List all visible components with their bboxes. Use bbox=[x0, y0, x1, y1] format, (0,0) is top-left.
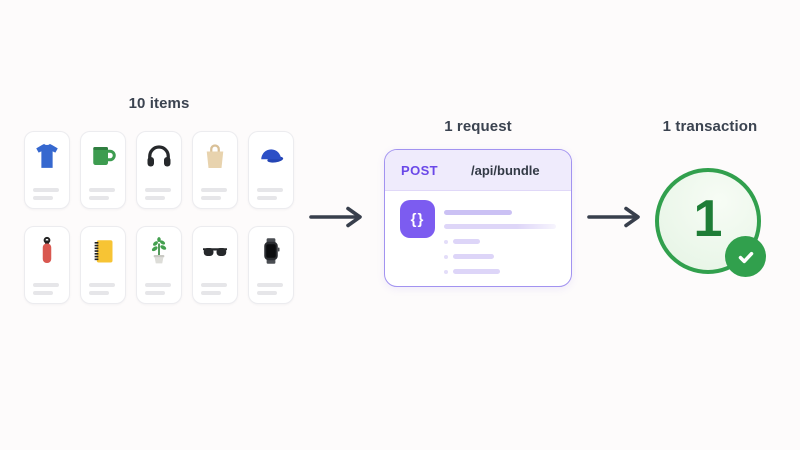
items-section-title: 10 items bbox=[128, 95, 190, 112]
placeholder-line bbox=[453, 269, 500, 274]
placeholder-line bbox=[89, 188, 115, 192]
placeholder-line bbox=[444, 224, 556, 229]
bullet-dot bbox=[444, 239, 448, 244]
placeholder-line bbox=[33, 196, 53, 200]
request-payload-lines bbox=[444, 200, 556, 274]
placeholder-line bbox=[257, 291, 277, 295]
placeholder-line bbox=[257, 196, 277, 200]
product-card-tshirt bbox=[24, 131, 70, 209]
smartwatch-icon bbox=[264, 238, 280, 264]
payload-field-row bbox=[444, 269, 556, 274]
product-card-mug bbox=[80, 131, 126, 209]
placeholder-line bbox=[453, 254, 494, 259]
product-card-potted-plant bbox=[136, 226, 182, 304]
request-card: POST /api/bundle {} bbox=[384, 149, 572, 287]
placeholder-line bbox=[257, 188, 283, 192]
payload-field-row bbox=[444, 254, 556, 259]
request-card-body: {} bbox=[385, 191, 571, 274]
flow-arrow-icon bbox=[309, 206, 362, 228]
placeholder-line bbox=[89, 291, 109, 295]
placeholder-line bbox=[89, 283, 115, 287]
placeholder-line bbox=[33, 188, 59, 192]
placeholder-line bbox=[201, 196, 221, 200]
cap-icon bbox=[261, 149, 284, 163]
bullet-dot bbox=[444, 254, 448, 259]
placeholder-line bbox=[145, 283, 171, 287]
items-grid bbox=[24, 131, 294, 304]
check-icon bbox=[738, 251, 753, 263]
transaction-section-title: 1 transaction bbox=[662, 118, 758, 135]
http-method-label: POST bbox=[401, 162, 438, 178]
placeholder-line bbox=[145, 188, 171, 192]
placeholder-line bbox=[145, 291, 165, 295]
tshirt-icon bbox=[36, 143, 58, 168]
placeholder-line bbox=[201, 188, 227, 192]
placeholder-line bbox=[201, 291, 221, 295]
bullet-dot bbox=[444, 269, 448, 274]
check-badge bbox=[725, 236, 766, 277]
placeholder-line bbox=[444, 210, 512, 215]
request-section-title: 1 request bbox=[444, 118, 512, 135]
potted-plant-icon bbox=[151, 237, 167, 264]
request-path-label: /api/bundle bbox=[471, 162, 540, 178]
placeholder-line bbox=[33, 291, 53, 295]
sunglasses-icon bbox=[203, 248, 227, 256]
headphones-icon bbox=[147, 145, 171, 167]
product-card-tote-bag bbox=[192, 131, 238, 209]
json-braces-icon: {} bbox=[400, 200, 435, 238]
tote-bag-icon bbox=[206, 144, 224, 168]
placeholder-line bbox=[453, 239, 480, 244]
placeholder-line bbox=[145, 196, 165, 200]
notebook-icon bbox=[94, 240, 113, 263]
product-card-notebook bbox=[80, 226, 126, 304]
product-card-headphones bbox=[136, 131, 182, 209]
placeholder-line bbox=[257, 283, 283, 287]
placeholder-line bbox=[89, 196, 109, 200]
payload-field-row bbox=[444, 239, 556, 244]
product-card-sunglasses bbox=[192, 226, 238, 304]
transaction-count: 1 bbox=[693, 190, 723, 248]
water-bottle-icon bbox=[42, 236, 52, 263]
placeholder-line bbox=[33, 283, 59, 287]
placeholder-line bbox=[201, 283, 227, 287]
flow-arrow-icon bbox=[587, 206, 640, 228]
mug-icon bbox=[93, 147, 116, 165]
product-card-smartwatch bbox=[248, 226, 294, 304]
product-card-water-bottle bbox=[24, 226, 70, 304]
product-card-cap bbox=[248, 131, 294, 209]
request-card-header: POST /api/bundle bbox=[385, 150, 571, 191]
